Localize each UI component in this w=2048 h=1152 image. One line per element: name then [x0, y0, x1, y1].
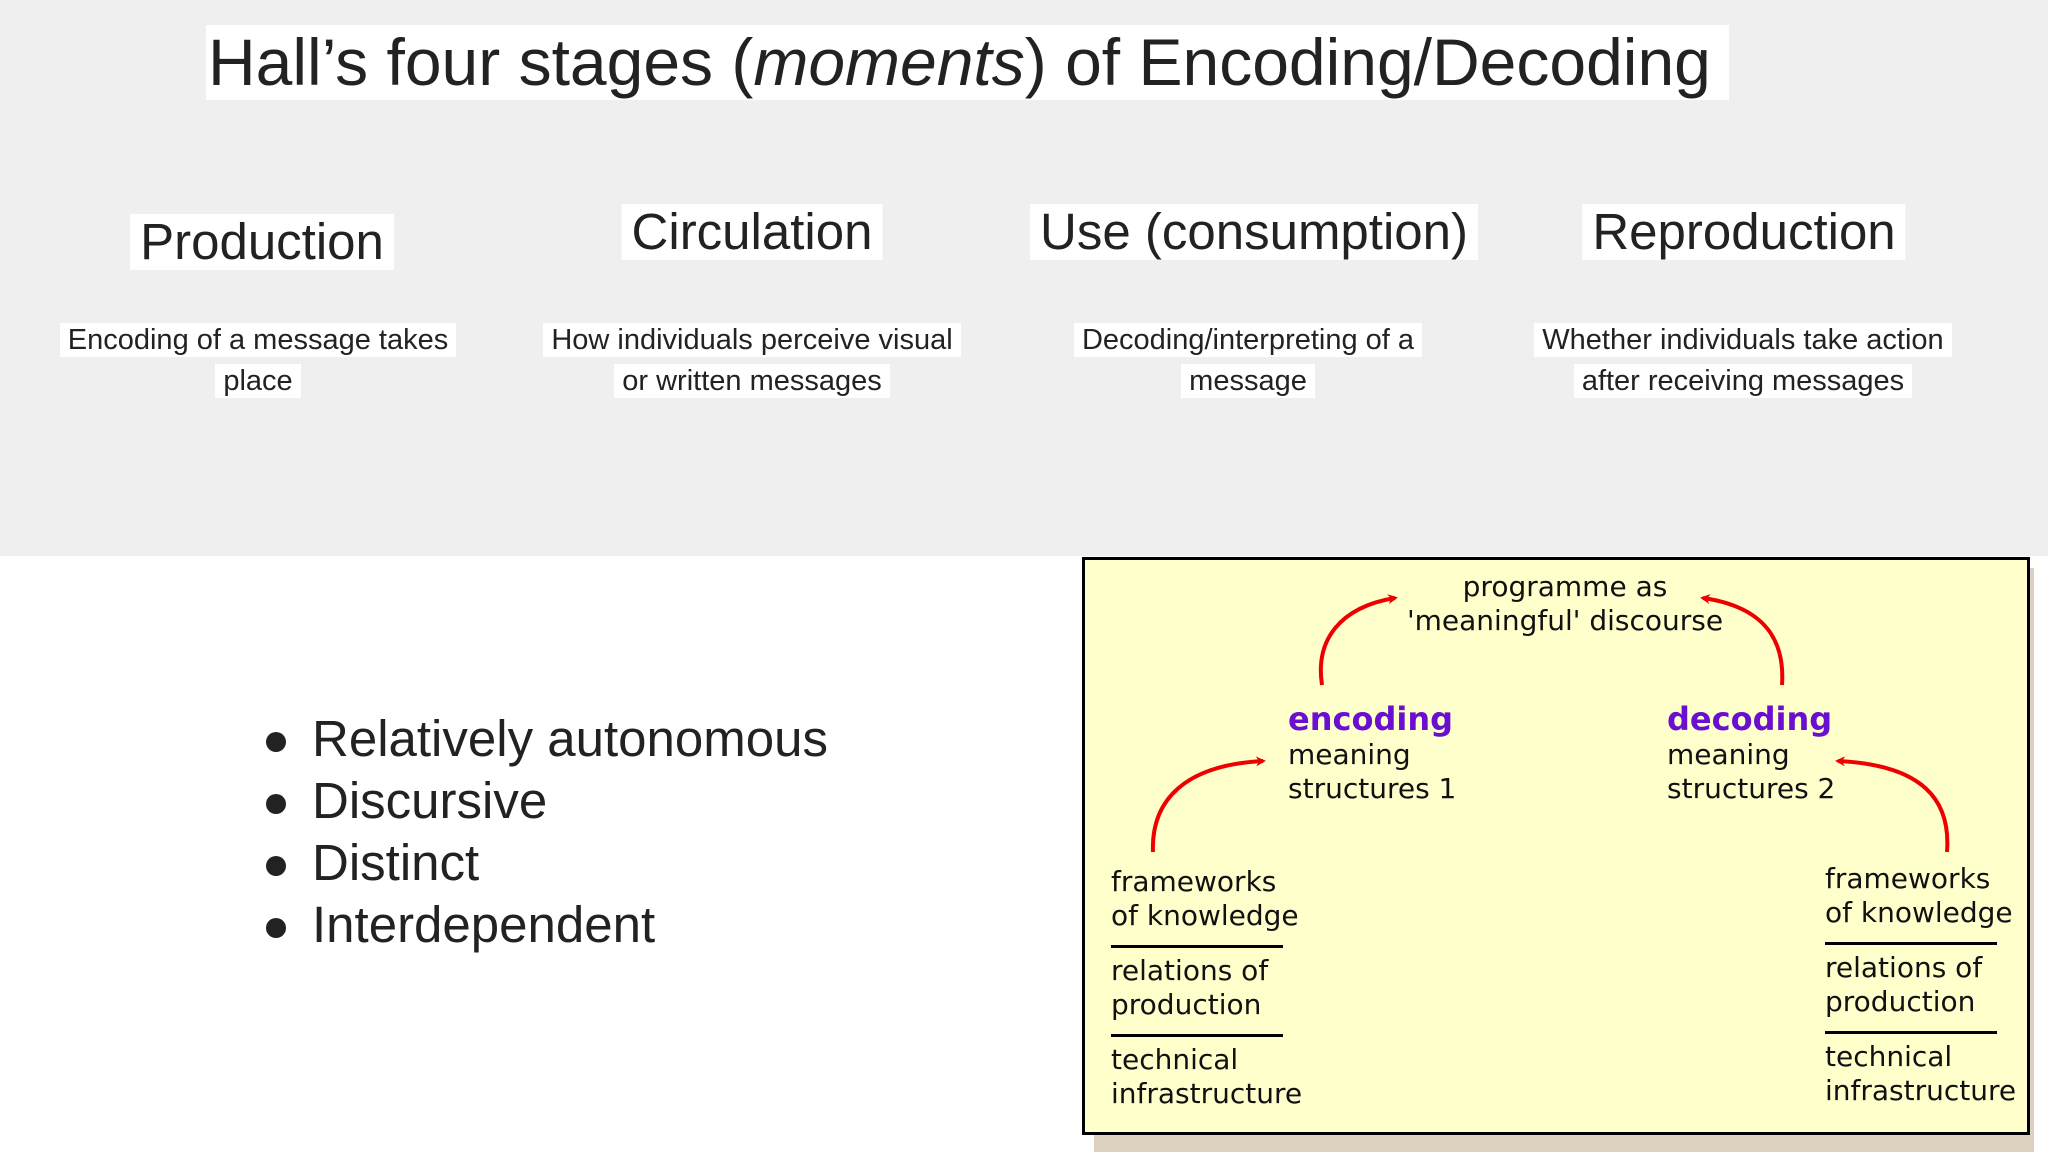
bullet-text: Discursive	[312, 772, 548, 829]
stack-line: production	[1825, 985, 1976, 1018]
stage-desc-use: Decoding/interpreting of a message	[1028, 320, 1468, 402]
stack-line: infrastructure	[1825, 1074, 2017, 1107]
stage-desc-circulation: How individuals perceive visual or writt…	[532, 320, 972, 402]
bullet-icon	[266, 856, 286, 876]
right-technical-infrastructure: technical infrastructure	[1825, 1040, 2016, 1108]
stack-line: of knowledge	[1111, 899, 1299, 932]
stage-desc-line: or written messages	[614, 364, 890, 398]
decoding-title: decoding	[1667, 700, 1833, 738]
bullet-icon	[266, 794, 286, 814]
stack-line: relations of	[1111, 954, 1269, 987]
right-frameworks-of-knowledge: frameworks of knowledge	[1825, 862, 2013, 930]
left-divider	[1111, 1034, 1283, 1037]
diagram-arrows	[1150, 594, 1950, 853]
right-divider	[1825, 942, 1997, 945]
left-frameworks-of-knowledge: frameworks of knowledge	[1111, 865, 1299, 933]
arrow-left-stack-to-encoding	[1150, 756, 1266, 853]
programme-label: programme as 'meaningful' discourse	[1407, 570, 1723, 638]
arrow-encoding-to-programme	[1318, 594, 1398, 686]
arrow-decoding-to-programme	[1700, 594, 1785, 686]
stage-heading-production: Production	[130, 214, 394, 270]
stage-desc-line: Whether individuals take action	[1534, 323, 1952, 357]
bullet-icon	[266, 732, 286, 752]
left-relations-of-production: relations of production	[1111, 954, 1268, 1022]
left-divider	[1111, 945, 1283, 948]
encoding-line: structures 1	[1288, 772, 1457, 805]
stage-desc-production: Encoding of a message takes place	[38, 320, 478, 402]
bullet-text: Relatively autonomous	[312, 710, 828, 767]
left-technical-infrastructure: technical infrastructure	[1111, 1043, 1302, 1111]
stage-desc-line: Encoding of a message takes	[59, 323, 457, 357]
decoding-meaning-structures: meaning structures 2	[1667, 738, 1835, 806]
title-part-2: ) of Encoding/Decoding	[1024, 25, 1711, 99]
title-italic: moments	[753, 25, 1025, 99]
stack-line: technical	[1111, 1043, 1239, 1076]
list-item: Relatively autonomous	[262, 708, 828, 770]
stage-heading-reproduction: Reproduction	[1582, 204, 1906, 260]
stack-line: relations of	[1825, 951, 1983, 984]
bullet-icon	[266, 918, 286, 938]
stage-desc-line: How individuals perceive visual	[543, 323, 961, 357]
page-title: Hall’s four stages (moments) of Encoding…	[206, 25, 1729, 100]
encoding-line: meaning	[1288, 738, 1411, 771]
list-item: Discursive	[262, 770, 828, 832]
bullet-text: Distinct	[312, 834, 480, 891]
stack-line: of knowledge	[1825, 896, 2013, 929]
right-divider	[1825, 1031, 1997, 1034]
stack-line: technical	[1825, 1040, 1953, 1073]
programme-line: programme as	[1462, 570, 1668, 603]
stage-desc-line: Decoding/interpreting of a	[1073, 323, 1423, 357]
encoding-decoding-diagram: programme as 'meaningful' discourse enco…	[1082, 557, 2030, 1135]
stack-line: frameworks	[1825, 862, 1991, 895]
stage-heading-circulation: Circulation	[621, 204, 883, 260]
stage-desc-reproduction: Whether individuals take action after re…	[1523, 320, 1963, 402]
stack-line: frameworks	[1111, 865, 1277, 898]
stage-heading-use: Use (consumption)	[1030, 204, 1478, 260]
title-part-1: Hall’s four stages (	[208, 25, 754, 99]
stage-desc-line: after receiving messages	[1573, 364, 1913, 398]
bullet-text: Interdependent	[312, 896, 656, 953]
stage-desc-line: place	[215, 364, 301, 398]
list-item: Interdependent	[262, 894, 828, 956]
programme-line: 'meaningful' discourse	[1406, 604, 1724, 637]
stage-desc-line: message	[1181, 364, 1315, 398]
bullet-list: Relatively autonomous Discursive Distinc…	[262, 708, 828, 956]
arrow-right-stack-to-decoding	[1835, 756, 1950, 853]
decoding-line: structures 2	[1667, 772, 1836, 805]
stack-line: infrastructure	[1111, 1077, 1303, 1110]
encoding-title: encoding	[1288, 700, 1453, 738]
right-relations-of-production: relations of production	[1825, 951, 1982, 1019]
decoding-line: meaning	[1667, 738, 1790, 771]
encoding-meaning-structures: meaning structures 1	[1288, 738, 1456, 806]
stack-line: production	[1111, 988, 1262, 1021]
list-item: Distinct	[262, 832, 828, 894]
